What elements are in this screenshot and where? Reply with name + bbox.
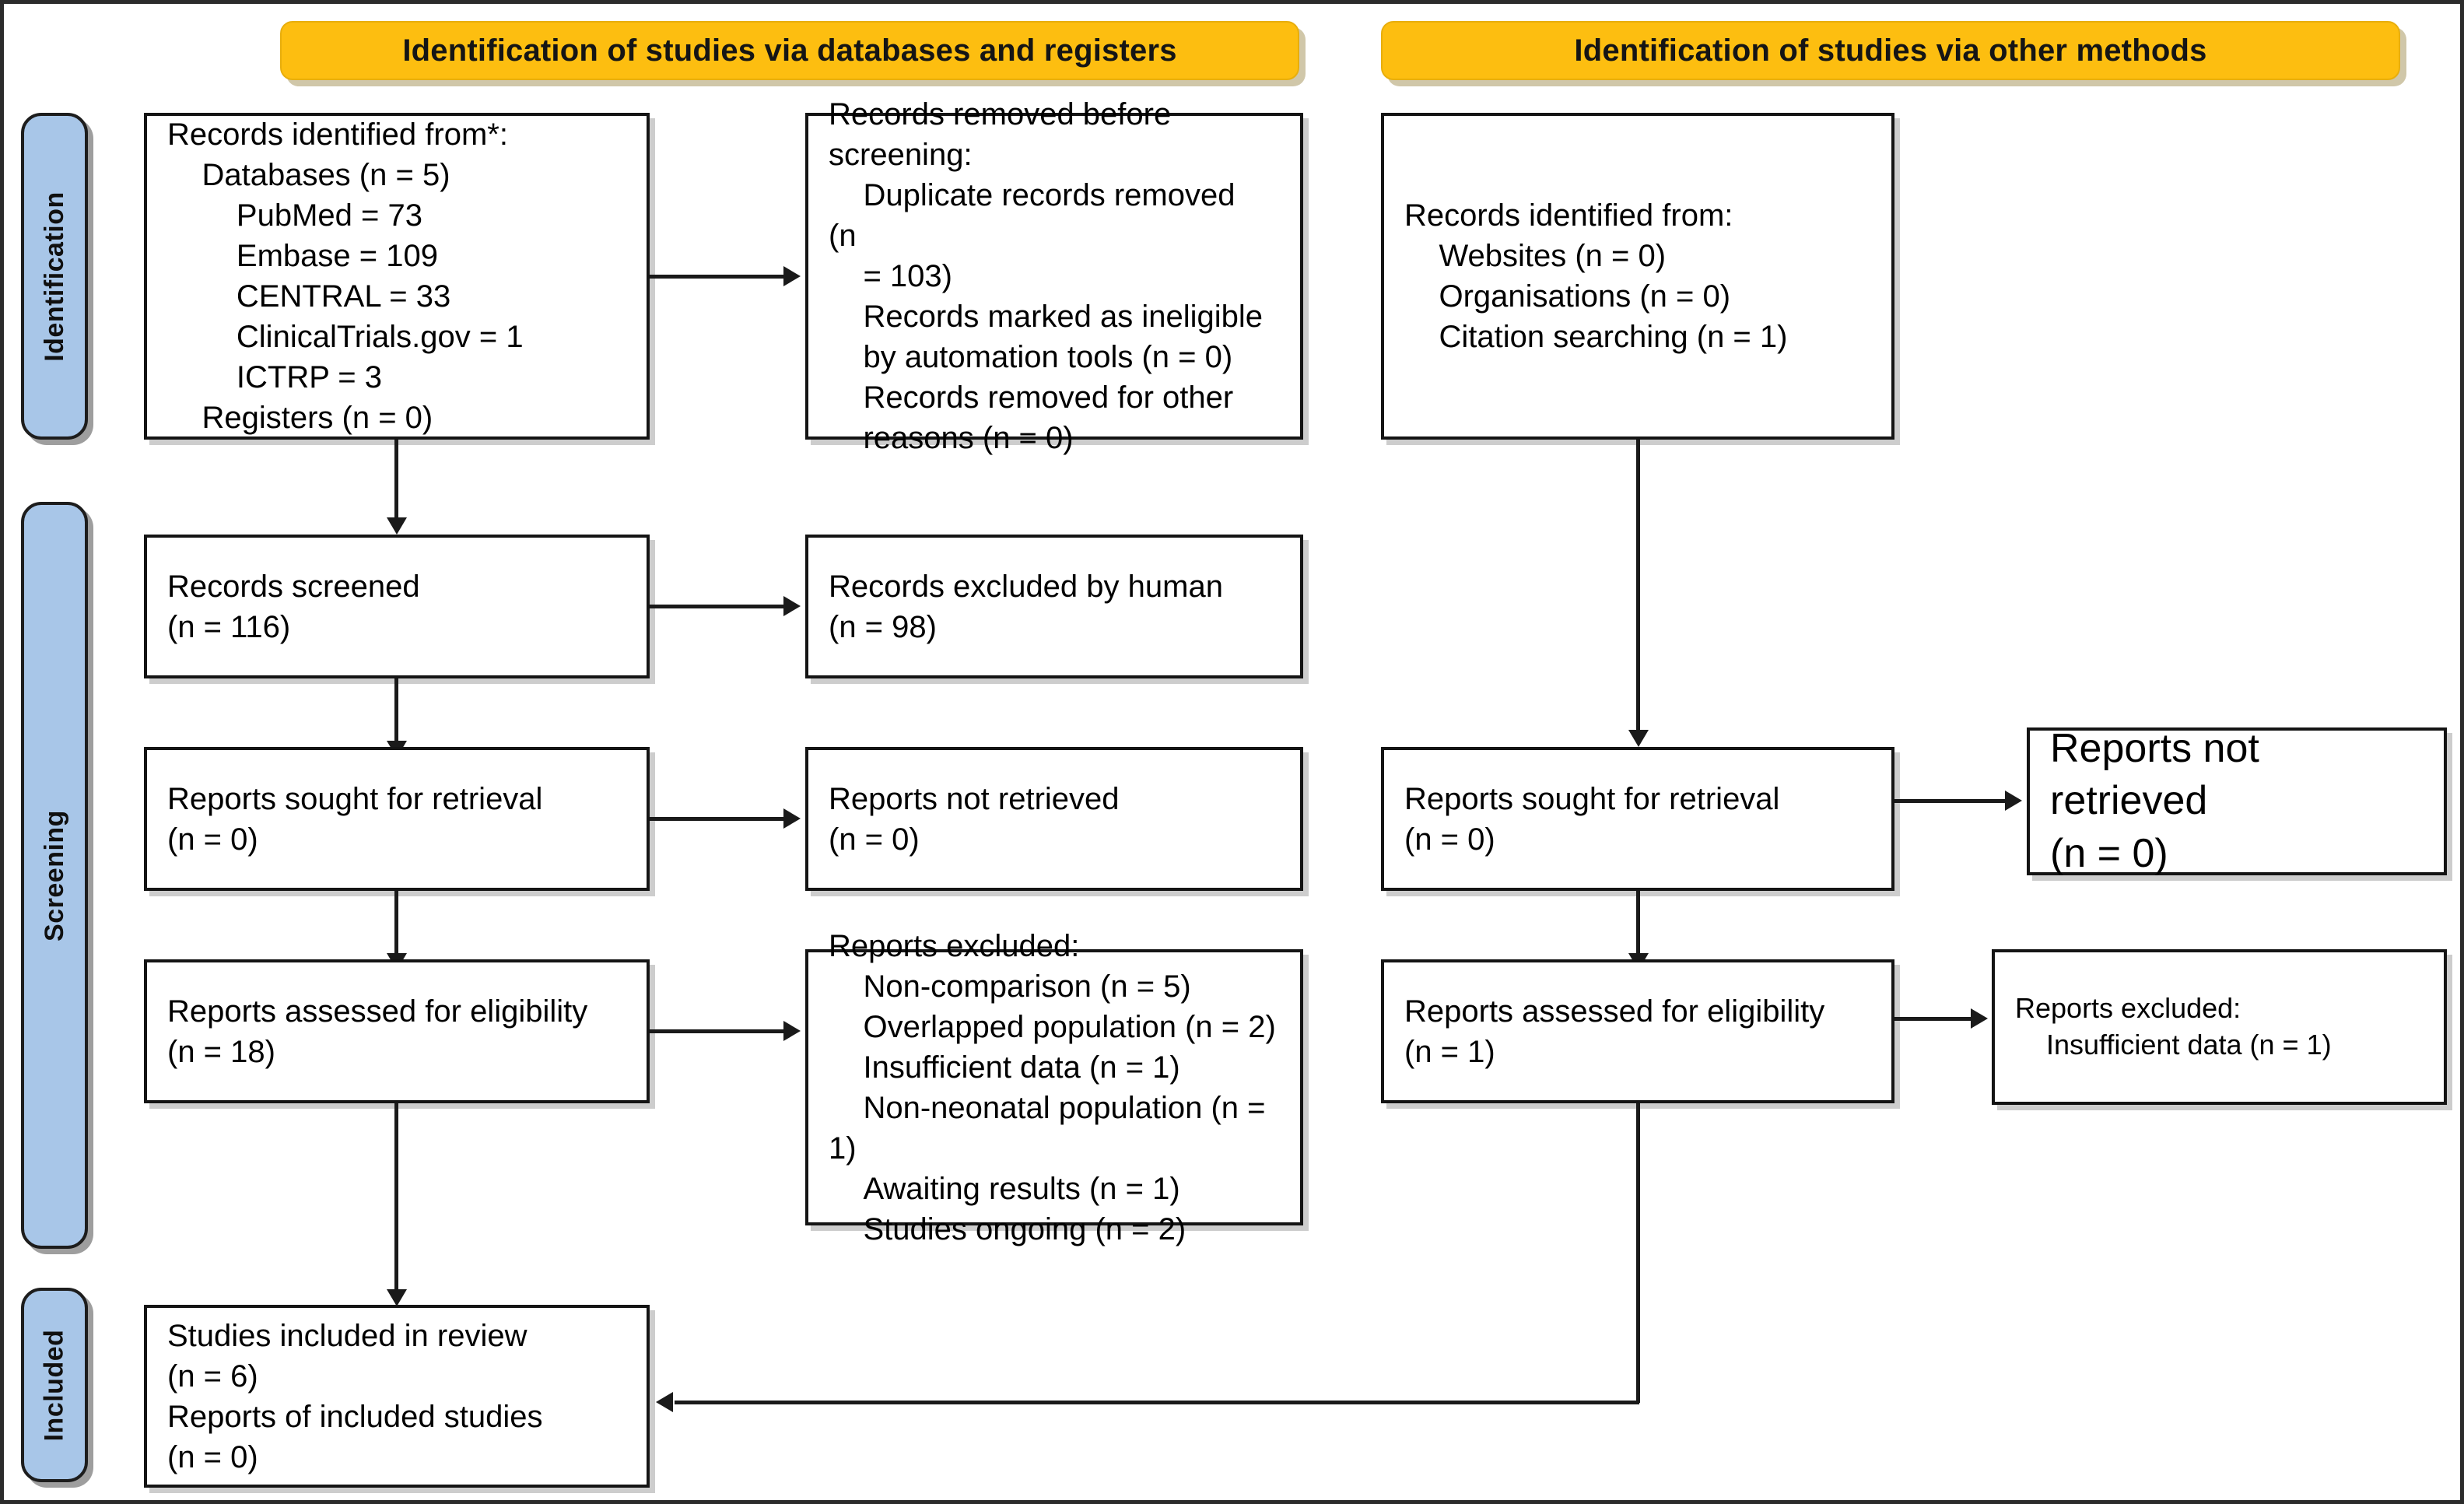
box-reports-excluded-right: Reports excluded: Insufficient data (n =… [1992, 949, 2447, 1105]
box-reports-not-retrieved-left-text: Reports not retrieved (n = 0) [829, 781, 1120, 857]
phase-label-identification: Identification [21, 113, 88, 440]
box-records-screened-text: Records screened (n = 116) [167, 569, 420, 644]
arrow-assessed-right-to-excluded-right [1971, 1008, 1988, 1029]
connector-assessed-to-included [394, 1103, 398, 1302]
box-records-removed-before-screening-text: Records removed before screening: Duplic… [829, 97, 1264, 455]
phase-label-included-text: Included [39, 1329, 69, 1441]
box-reports-sought-left: Reports sought for retrieval (n = 0) [144, 747, 650, 891]
arrow-sought-right-to-not-retrieved [2005, 791, 2022, 811]
connector-other-to-sought-right [1636, 440, 1640, 739]
arrow-screened-to-excluded [783, 596, 801, 616]
box-records-identified-other-text: Records identified from: Websites (n = 0… [1404, 198, 1788, 354]
arrow-assessed-to-excluded [783, 1021, 801, 1041]
box-reports-not-retrieved-right-text: Reports not retrieved (n = 0) [2050, 725, 2259, 876]
box-reports-excluded-right-text: Reports excluded: Insufficient data (n =… [2015, 992, 2332, 1061]
phase-label-identification-text: Identification [39, 191, 69, 362]
connector-assessed-right-to-excluded-right [1894, 1017, 1972, 1021]
box-studies-included-text: Studies included in review (n = 6) Repor… [167, 1318, 543, 1474]
box-reports-not-retrieved-right: Reports not retrieved (n = 0) [2027, 726, 2447, 876]
box-studies-included: Studies included in review (n = 6) Repor… [144, 1305, 650, 1488]
connector-assessed-right-down [1636, 1103, 1640, 1403]
phase-label-screening-text: Screening [39, 809, 69, 941]
header-other-methods: Identification of studies via other meth… [1381, 21, 2400, 80]
box-reports-assessed-left-text: Reports assessed for eligibility (n = 18… [167, 994, 588, 1069]
connector-sought-to-assessed [394, 891, 398, 962]
box-reports-sought-left-text: Reports sought for retrieval (n = 0) [167, 781, 543, 857]
box-reports-assessed-right: Reports assessed for eligibility (n = 1) [1381, 959, 1894, 1103]
box-reports-sought-right-text: Reports sought for retrieval (n = 0) [1404, 781, 1780, 857]
connector-sought-right-to-assessed-right [1636, 891, 1640, 962]
phase-label-included: Included [21, 1288, 88, 1482]
arrow-other-to-sought-right [1628, 730, 1649, 747]
connector-assessed-to-excluded [650, 1029, 783, 1033]
connector-screened-to-excluded [650, 605, 783, 608]
box-reports-excluded-left: Reports excluded: Non-comparison (n = 5)… [805, 929, 1303, 1246]
connector-sought-to-not-retrieved [650, 817, 783, 821]
arrow-assessed-to-included [387, 1289, 407, 1306]
box-records-identified-text: Records identified from*: Databases (n =… [167, 117, 524, 435]
connector-screened-to-sought [394, 678, 398, 750]
box-reports-excluded-left-text: Reports excluded: Non-comparison (n = 5)… [829, 928, 1276, 1246]
box-records-identified-other: Records identified from: Websites (n = 0… [1381, 113, 1894, 440]
arrow-sought-to-not-retrieved [783, 808, 801, 829]
connector-sought-right-to-not-retrieved [1894, 799, 2005, 803]
header-databases-registers: Identification of studies via databases … [280, 21, 1299, 80]
arrow-identified-to-removed [783, 266, 801, 286]
arrow-identified-to-screened [387, 517, 407, 535]
box-records-identified: Records identified from*: Databases (n =… [144, 113, 650, 440]
box-records-screened: Records screened (n = 116) [144, 535, 650, 678]
connector-right-to-studies-included [675, 1401, 1639, 1404]
arrow-right-to-studies-included [656, 1392, 673, 1412]
box-reports-assessed-right-text: Reports assessed for eligibility (n = 1) [1404, 994, 1825, 1069]
box-records-removed-before-screening: Records removed before screening: Duplic… [805, 97, 1303, 455]
box-records-excluded-by-human: Records excluded by human (n = 98) [805, 535, 1303, 678]
box-reports-assessed-left: Reports assessed for eligibility (n = 18… [144, 959, 650, 1103]
box-reports-not-retrieved-left: Reports not retrieved (n = 0) [805, 747, 1303, 891]
connector-identified-to-removed [650, 275, 783, 279]
phase-label-screening: Screening [21, 502, 88, 1249]
box-reports-sought-right: Reports sought for retrieval (n = 0) [1381, 747, 1894, 891]
box-records-excluded-by-human-text: Records excluded by human (n = 98) [829, 569, 1223, 644]
connector-identified-to-screened [394, 440, 398, 527]
